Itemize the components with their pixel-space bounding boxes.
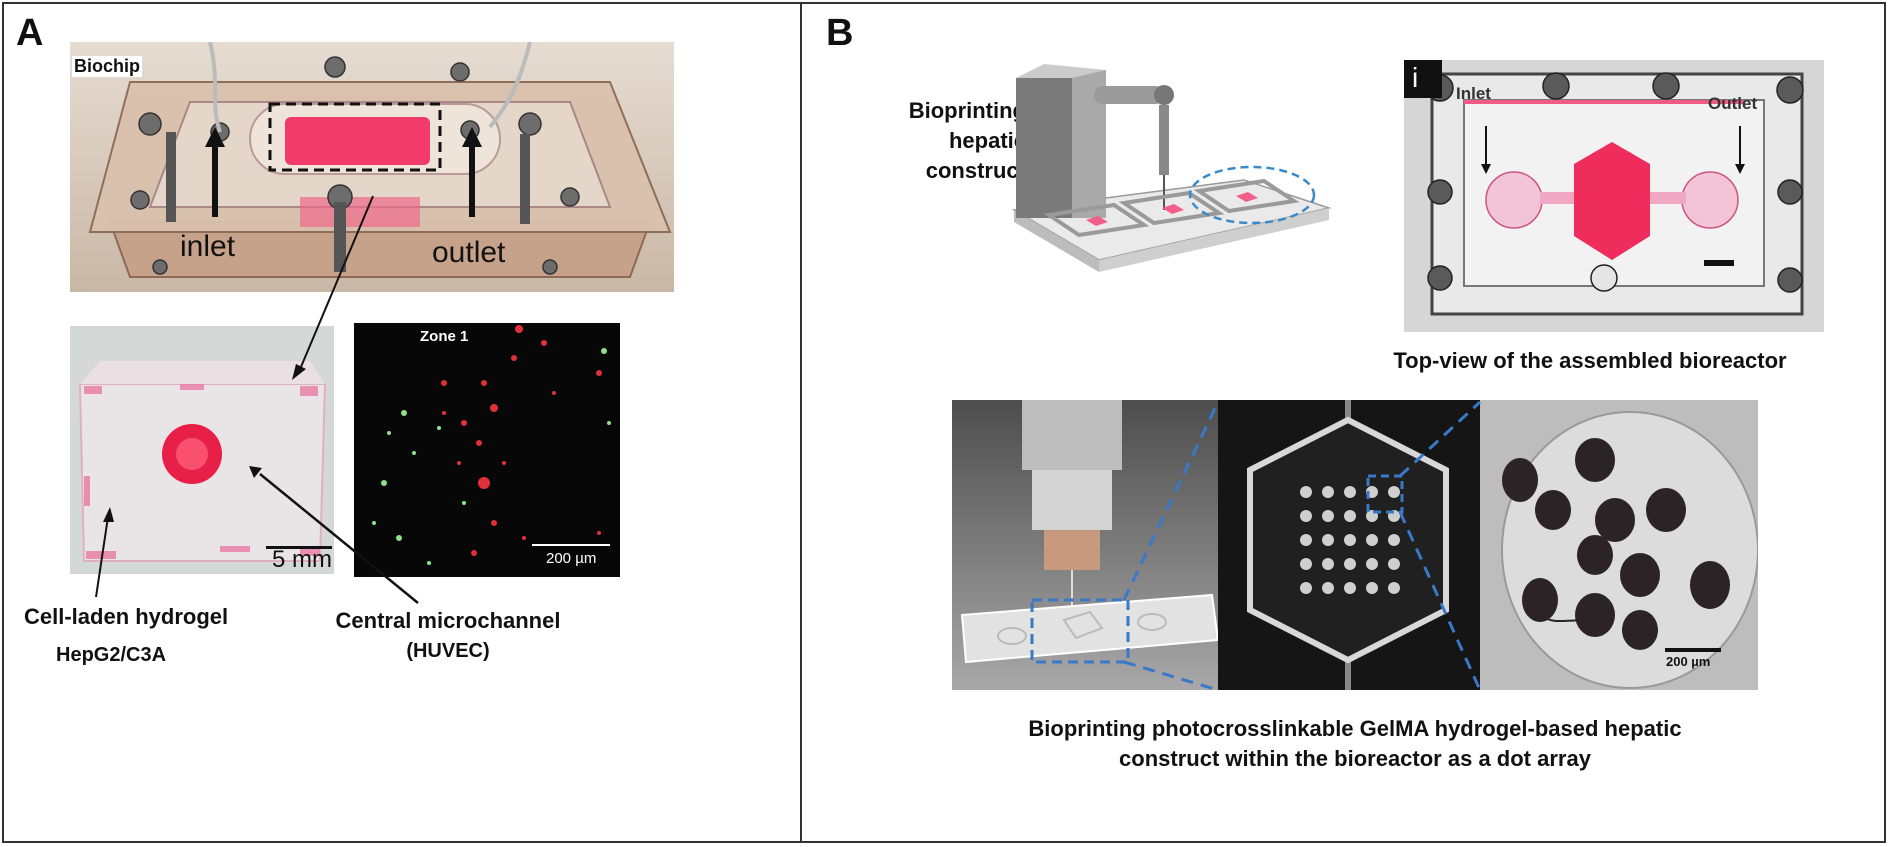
biochip-label: Biochip	[72, 56, 142, 77]
topview-caption: Top-view of the assembled bioreactor	[1393, 348, 1787, 373]
printed-dot	[1300, 486, 1312, 498]
zone1-label: Zone 1	[420, 328, 469, 345]
printed-dot	[1344, 558, 1356, 570]
printed-dot	[1300, 510, 1312, 522]
printed-dot	[1366, 534, 1378, 546]
hydrogel-cells-label: HepG2/C3A	[56, 644, 167, 666]
panel-divider	[800, 2, 802, 843]
bioprinting-nozzle-photo	[952, 400, 1218, 690]
printed-dot	[1344, 534, 1356, 546]
printed-dot	[1300, 558, 1312, 570]
printed-dot	[1300, 534, 1312, 546]
outlet-label: outlet	[432, 236, 506, 269]
inset-marker: i	[1412, 62, 1419, 93]
printed-dot	[1344, 582, 1356, 594]
scale-200um-label-a: 200 µm	[546, 550, 597, 567]
bioprint-label: Bioprinting hepatic construct	[878, 96, 1026, 186]
biochip-photo	[70, 42, 674, 292]
microchannel-cells-label: (HUVEC)	[406, 640, 490, 662]
scale-200um-label-b: 200 µm	[1666, 654, 1711, 669]
bottom-caption-line2: construct within the bioreactor as a dot…	[1119, 746, 1591, 771]
printed-dot	[1388, 534, 1400, 546]
bottom-caption: Bioprinting photocrosslinkable GelMA hyd…	[860, 714, 1850, 774]
zone1-fluorescence-photo	[354, 323, 620, 577]
bioprint-line1: Bioprinting	[908, 98, 1026, 123]
dot-array-hexagon-photo	[1218, 400, 1480, 690]
panel-b-letter: B	[826, 12, 854, 54]
scale-bar-200um-a	[532, 544, 610, 546]
printed-dot	[1388, 486, 1400, 498]
printed-dot	[1322, 510, 1334, 522]
scale-5mm-label: 5 mm	[272, 546, 332, 573]
printed-dot	[1366, 558, 1378, 570]
topview-outlet-label: Outlet	[1708, 94, 1758, 113]
printed-dot	[1366, 582, 1378, 594]
printed-dot	[1388, 582, 1400, 594]
topview-inlet-label: Inlet	[1456, 84, 1491, 103]
hydrogel-photo	[70, 326, 334, 574]
panel-a-letter: A	[16, 12, 44, 54]
printed-dot	[1344, 510, 1356, 522]
printed-dot	[1322, 582, 1334, 594]
bioprinter-illustration	[1004, 60, 1334, 280]
bioprint-line3: construct	[925, 158, 1026, 183]
dot-array-closeup-photo	[1480, 400, 1758, 690]
bioprint-line2: hepatic	[948, 128, 1026, 153]
inlet-label: inlet	[180, 230, 236, 263]
printed-dot	[1322, 534, 1334, 546]
hydrogel-label: Cell-laden hydrogel	[24, 604, 229, 629]
printed-dot	[1388, 558, 1400, 570]
topview-photo	[1404, 60, 1824, 332]
microchannel-label: Central microchannel	[335, 608, 561, 633]
printed-dot	[1300, 582, 1312, 594]
printed-dot	[1344, 486, 1356, 498]
printed-dot	[1322, 486, 1334, 498]
printed-dot	[1322, 558, 1334, 570]
bottom-caption-line1: Bioprinting photocrosslinkable GelMA hyd…	[1028, 716, 1682, 741]
